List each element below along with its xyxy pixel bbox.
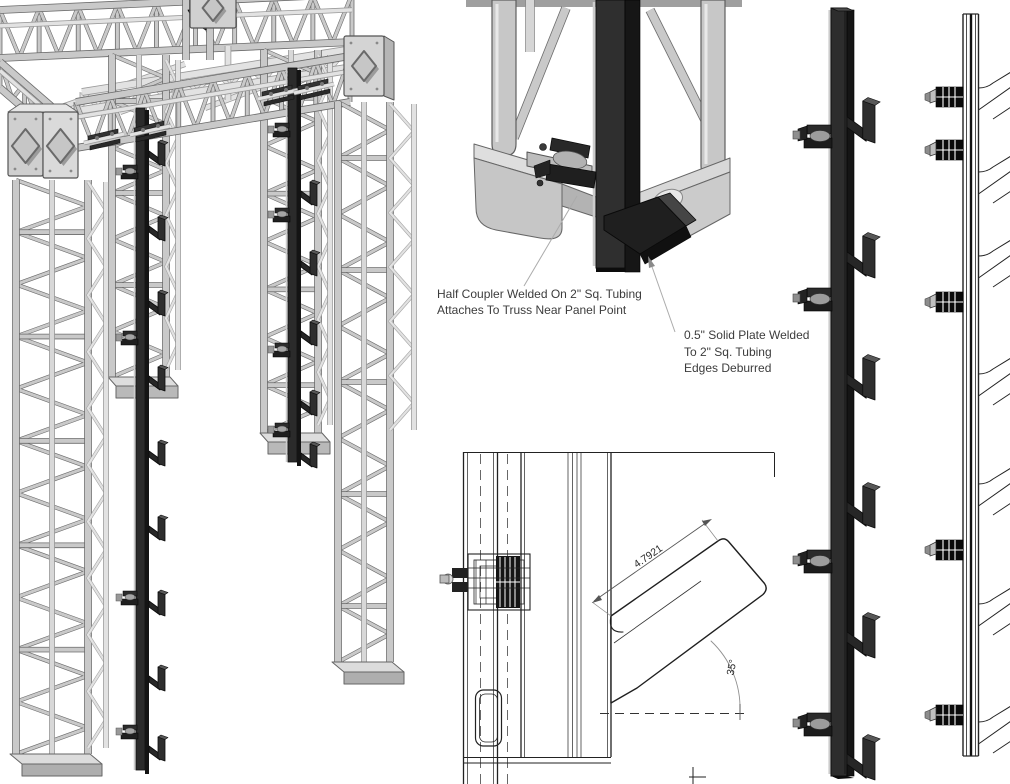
leader-line-solid-plate	[649, 260, 676, 333]
dimension-plate-length: 4.7921	[632, 542, 665, 570]
leader-line-half-coupler	[523, 195, 578, 287]
annotation-half-coupler-line1: Half Coupler Welded On 2" Sq. Tubing	[437, 287, 642, 301]
annotation-solid-plate-line2: To 2" Sq. Tubing	[684, 345, 772, 359]
annotation-solid-plate-line3: Edges Deburred	[684, 361, 771, 375]
annotation-half-coupler-line2: Attaches To Truss Near Panel Point	[437, 303, 627, 317]
hook-bar-2d-outline-view	[924, 13, 1010, 757]
leader-arrowhead	[648, 256, 655, 268]
dimension-plate-angle: 35°	[725, 658, 740, 676]
truss-bottom-detail-3d-view	[466, 0, 742, 273]
annotation-solid-plate-line1: 0.5" Solid Plate Welded	[684, 328, 809, 342]
isometric-truss-structure-view	[0, 0, 417, 777]
bracket-section-2d-view	[439, 452, 775, 784]
hook-bar-3d-side-view	[792, 7, 881, 781]
